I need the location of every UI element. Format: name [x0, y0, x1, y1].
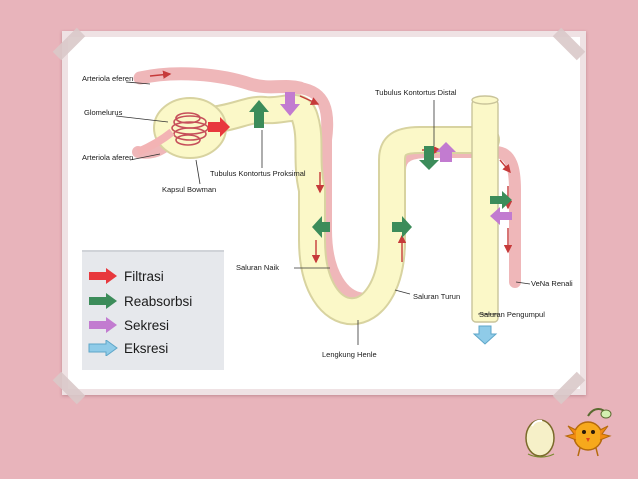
collecting-duct — [471, 99, 499, 323]
afferent-arteriole-entry — [136, 128, 175, 156]
label-saluran-naik: Saluran Naik — [236, 263, 279, 272]
reabsorbsi-arrow-ascending — [392, 216, 412, 238]
label-saluran-turun: Saluran Turun — [413, 292, 460, 301]
label-tubulus-distal: Tubulus Kontortus Distal — [375, 88, 457, 97]
tubule-fill — [198, 96, 498, 324]
sekresi-arrow-distal — [436, 142, 456, 162]
collecting-duct-top — [471, 95, 499, 105]
nephron-tubule — [196, 94, 500, 326]
process-arrows — [208, 92, 512, 345]
legend-arrow-reabsorbsi-icon — [89, 293, 117, 309]
legend-item-sekresi: Sekresi — [88, 315, 169, 335]
label-arteriola-eferen: Arteriola eferen — [82, 74, 133, 83]
legend-label-filtrasi: Filtrasi — [124, 268, 164, 284]
legend-item-eksresi: Eksresi — [88, 338, 168, 358]
reabsorbsi-arrow-loop — [312, 216, 330, 238]
legend-arrow-eksresi-icon — [88, 340, 118, 356]
label-saluran-pengumpul: Saluran Pengumpul — [479, 310, 545, 319]
legend-arrow-filtrasi-icon — [89, 268, 117, 284]
egg-icon — [525, 419, 555, 458]
label-vena-renali: VeNa Renali — [531, 279, 573, 288]
reabsorbsi-arrow-distal — [419, 146, 439, 170]
sekresi-arrow-collecting — [490, 207, 512, 225]
eksresi-arrow — [472, 325, 498, 345]
legend-item-filtrasi: Filtrasi — [88, 266, 164, 286]
sekresi-arrow-proximal — [280, 92, 300, 116]
legend-label-reabsorbsi: Reabsorbsi — [124, 293, 193, 309]
legend-arrow-sekresi-icon — [89, 317, 117, 333]
legend-item-reabsorbsi: Reabsorbsi — [88, 291, 192, 311]
label-kapsul-bowman: Kapsul Bowman — [162, 185, 216, 194]
reabsorbsi-arrow-collecting — [490, 191, 512, 209]
label-arteriola-aferen: Arteriola aferen — [82, 153, 133, 162]
reabsorbsi-arrow-proximal — [249, 100, 269, 128]
legend-label-sekresi: Sekresi — [124, 317, 170, 333]
arteriole-upper-vessel — [133, 67, 307, 95]
filtrasi-arrow — [208, 117, 230, 137]
label-tubulus-proksimal: Tubulus Kontortus Proksimal — [210, 169, 306, 178]
legend-box: Filtrasi Reabsorbsi Sekresi Eksresi — [82, 250, 224, 370]
chick-icon — [564, 408, 612, 457]
label-lengkung-henle: Lengkung Henle — [322, 350, 377, 359]
leader-lines — [115, 81, 531, 345]
label-glomerulus: Glomelurus — [84, 108, 123, 117]
legend-label-eksresi: Eksresi — [124, 340, 169, 356]
